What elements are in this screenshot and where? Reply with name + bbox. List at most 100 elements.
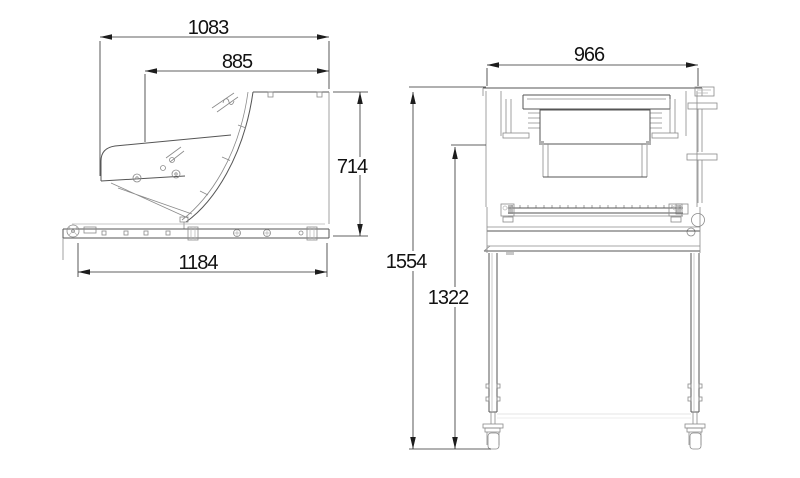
belt-end-left bbox=[508, 205, 513, 214]
dim-1184-lines bbox=[77, 243, 328, 277]
leg-bolt bbox=[496, 396, 501, 402]
handle-2-stem bbox=[697, 160, 703, 203]
leg-bolt bbox=[485, 383, 490, 389]
bracket-bolt bbox=[502, 205, 508, 211]
dim-885-lines bbox=[144, 70, 329, 142]
caster-swivel bbox=[484, 427, 501, 433]
handle-1 bbox=[687, 102, 718, 110]
rail-bolt-2 bbox=[263, 229, 271, 237]
end-roller bbox=[66, 224, 80, 238]
dim-side-height: 714 bbox=[333, 91, 371, 237]
left-louvers bbox=[528, 112, 540, 129]
rail-mark bbox=[165, 230, 171, 236]
front-panel bbox=[539, 109, 651, 145]
leg-bolt bbox=[687, 383, 692, 389]
caster-stem bbox=[490, 412, 496, 424]
frame-main-lines bbox=[484, 230, 700, 252]
top-tick-2 bbox=[316, 91, 323, 98]
dim-front-frame-height: 1322 bbox=[428, 144, 486, 449]
outer-arc bbox=[185, 91, 254, 223]
pin-2 bbox=[169, 157, 175, 163]
arrowhead bbox=[317, 34, 329, 40]
dim-side-opening-width: 885 bbox=[144, 51, 329, 142]
bracket-bolt bbox=[672, 205, 678, 211]
side-opening-width-label: 885 bbox=[222, 51, 253, 73]
left-bracket-flange bbox=[502, 132, 530, 139]
right-bracket-flange bbox=[651, 132, 679, 139]
frame-mark bbox=[506, 252, 514, 255]
caster-plate bbox=[482, 423, 504, 429]
upper-bracket bbox=[211, 92, 239, 113]
caster-wheel bbox=[487, 432, 500, 450]
leg-bolt bbox=[698, 396, 703, 402]
left-bracket bbox=[505, 99, 512, 133]
front-view-side-rail bbox=[675, 86, 718, 237]
label-backing bbox=[428, 287, 469, 307]
side-top-width-label: 1083 bbox=[188, 17, 229, 39]
arrowhead bbox=[487, 62, 499, 68]
frame-light-lines bbox=[487, 226, 700, 247]
label-backing bbox=[385, 251, 427, 271]
leg-bolts bbox=[485, 383, 703, 402]
dim-1083-lines bbox=[99, 36, 330, 176]
hood-top-bar bbox=[522, 94, 671, 110]
knob-small bbox=[686, 227, 696, 237]
caster-swivel bbox=[686, 427, 703, 433]
nameplate bbox=[694, 86, 715, 97]
rail-mark bbox=[123, 230, 129, 236]
end-roller-spokes bbox=[68, 226, 78, 236]
front-view bbox=[482, 86, 718, 450]
bracket-foot-right bbox=[670, 216, 682, 223]
rail-mark bbox=[101, 230, 107, 236]
arrowhead bbox=[452, 437, 458, 449]
handle-1-stem bbox=[697, 109, 703, 152]
frame-sides bbox=[483, 207, 701, 253]
conveyor-belt-lines bbox=[508, 207, 683, 214]
left-leg bbox=[488, 253, 498, 413]
rail-clamp-1-lines bbox=[190, 227, 196, 240]
caster-left bbox=[482, 412, 504, 450]
arrowhead bbox=[315, 269, 327, 275]
front-width-label: 966 bbox=[574, 44, 605, 66]
arrowhead bbox=[357, 224, 363, 236]
dim-side-base-length: 1184 bbox=[77, 243, 328, 277]
front-view-hood bbox=[482, 87, 703, 207]
table-bracket-right bbox=[668, 203, 683, 217]
rail-outline bbox=[62, 228, 330, 239]
inner-strut bbox=[165, 146, 185, 163]
top-tick-1 bbox=[267, 91, 274, 98]
dim-front-width: 966 bbox=[486, 44, 699, 86]
arrowhead bbox=[410, 92, 416, 104]
caster-stem bbox=[692, 412, 698, 424]
rail-bolt-1-cross bbox=[234, 230, 240, 236]
dim-front-overall-height: 1554 bbox=[385, 86, 486, 449]
rail-bolt-3 bbox=[298, 230, 304, 236]
leg-bolt bbox=[698, 383, 703, 389]
inner-arc bbox=[181, 91, 249, 221]
dim-side-top-width: 1083 bbox=[99, 17, 330, 176]
front-view-legs bbox=[482, 253, 706, 450]
arrowhead bbox=[410, 437, 416, 449]
bracket-bolt bbox=[507, 205, 513, 211]
corner-mark-left bbox=[539, 141, 544, 145]
rail-clamp-1 bbox=[187, 226, 199, 241]
bracket-bolt bbox=[677, 205, 683, 211]
nameplate-marks bbox=[697, 89, 711, 94]
arrowhead bbox=[357, 92, 363, 104]
front-view-table bbox=[483, 203, 701, 255]
support-strut bbox=[110, 182, 193, 219]
rail-clamp-2 bbox=[306, 226, 318, 241]
front-right-edges bbox=[685, 88, 703, 207]
bolt-2 bbox=[171, 169, 181, 179]
bracket-foot-left bbox=[502, 216, 514, 223]
rail-bolt-2-cross bbox=[264, 230, 270, 236]
bolt-2-center bbox=[174, 172, 178, 176]
arrowhead bbox=[452, 147, 458, 159]
side-view-base-rail bbox=[62, 223, 330, 260]
caster-wheel bbox=[689, 432, 702, 450]
panel-bottom-edge bbox=[100, 175, 186, 182]
front-view-dimensions: 966 1554 1322 bbox=[385, 44, 699, 450]
label-backing bbox=[334, 157, 371, 175]
pin-1 bbox=[160, 165, 166, 171]
